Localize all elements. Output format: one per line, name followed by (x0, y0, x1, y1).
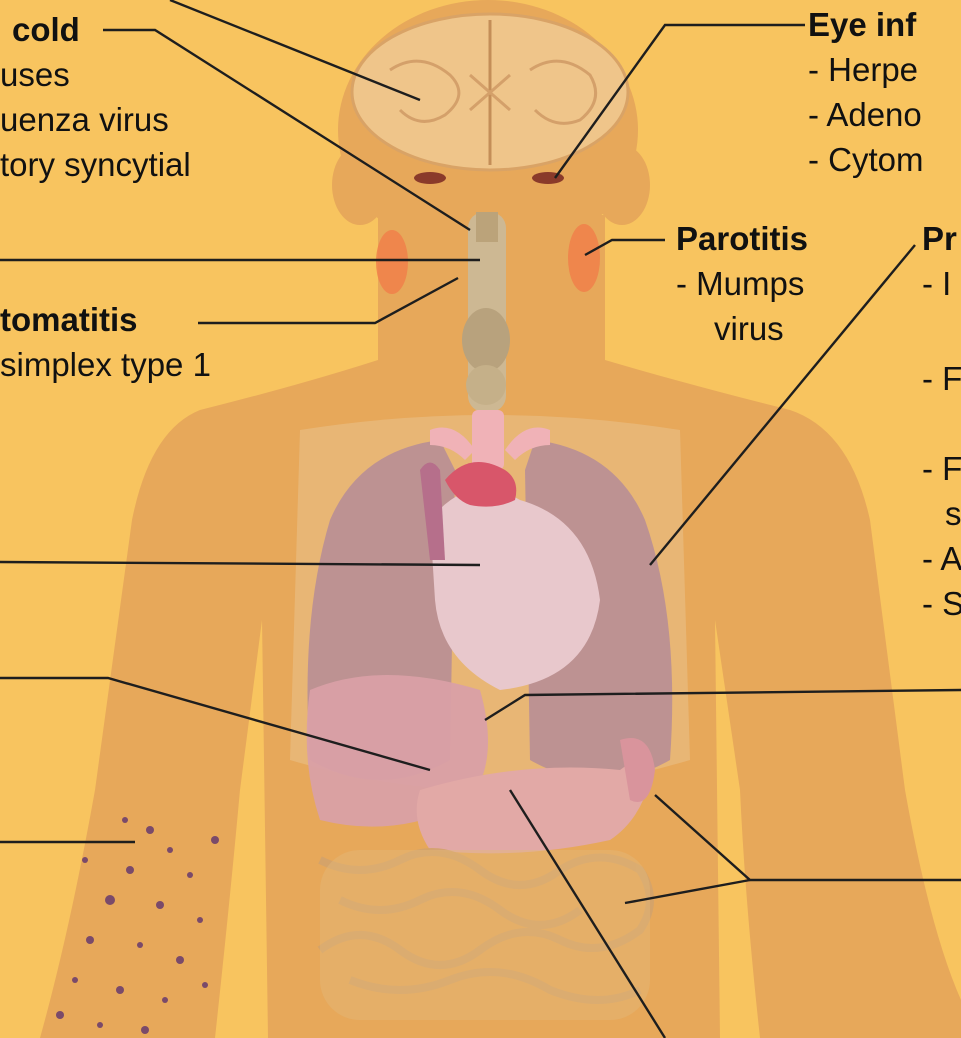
common-cold-title: cold (12, 8, 80, 52)
left-eye (414, 172, 446, 184)
parotid-gland-right (568, 224, 600, 292)
common-cold-item-2: uenza virus (0, 98, 169, 142)
brain (352, 14, 628, 170)
eye-infection-item-3: - Cytom (808, 138, 924, 182)
pneumonia-item-5: - A (922, 537, 961, 581)
stomatitis-title: tomatitis (0, 298, 138, 342)
eye-infection-item-2: - Adeno (808, 93, 922, 137)
pneumonia-item-3: - F (922, 447, 961, 491)
eye-infection-item-1: - Herpe (808, 48, 918, 92)
pneumonia-item-6: - S (922, 582, 961, 626)
pneumonia-item-1: - I (922, 262, 951, 306)
stomatitis-item-1: simplex type 1 (0, 343, 211, 387)
eye-infection-title: Eye inf (808, 3, 916, 47)
common-cold-item-3: tory syncytial (0, 143, 191, 187)
throat (462, 212, 510, 412)
pneumonia-title: Pr (922, 217, 957, 261)
pneumonia-item-2: - F (922, 357, 961, 401)
pneumonia-item-4: s (945, 492, 961, 536)
parotitis-title: Parotitis (676, 217, 808, 261)
parotid-gland-left (376, 230, 408, 294)
parotitis-item-1: - Mumps (676, 262, 804, 306)
common-cold-item-1: uses (0, 53, 70, 97)
parotitis-item-2: virus (714, 307, 784, 351)
